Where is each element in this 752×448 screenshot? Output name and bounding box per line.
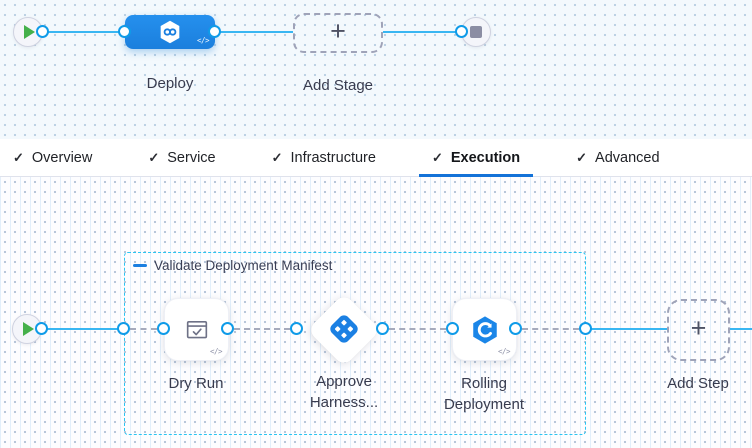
port[interactable] <box>118 25 131 38</box>
add-stage-button[interactable]: + <box>293 13 383 53</box>
execution-canvas: Validate Deployment Manifest </> <box>0 177 752 448</box>
tab-advanced[interactable]: ✓ Advanced <box>576 149 660 166</box>
dashed-wire <box>389 328 446 330</box>
wire <box>586 328 667 330</box>
check-icon: ✓ <box>431 149 443 165</box>
wire <box>730 328 752 330</box>
port[interactable] <box>509 322 522 335</box>
stage-node-deploy[interactable]: </> <box>125 15 215 49</box>
port[interactable] <box>35 322 48 335</box>
step-label: Approve Harness... <box>309 373 379 411</box>
dashed-wire <box>130 328 157 330</box>
stage-pipeline-canvas: </> + Deploy Add Stage <box>0 0 752 139</box>
code-badge-icon[interactable]: </> <box>196 36 210 45</box>
tab-execution[interactable]: ✓ Execution <box>418 139 534 177</box>
wire <box>42 328 124 330</box>
step-group-label[interactable]: Validate Deployment Manifest <box>154 258 333 273</box>
check-icon: ✓ <box>148 149 160 165</box>
harness-cd-hexagon-icon <box>160 20 180 44</box>
stage-config-tab-bar: ✓ Overview ✓ Service ✓ Infrastructure ✓ … <box>0 139 752 177</box>
wire <box>43 31 125 33</box>
code-badge-icon[interactable]: </> <box>497 347 511 356</box>
add-stage-label: Add Stage <box>302 77 374 94</box>
collapse-icon[interactable] <box>133 264 147 267</box>
step-rolling-deployment[interactable]: </> <box>452 298 517 361</box>
port[interactable] <box>376 322 389 335</box>
port[interactable] <box>455 25 468 38</box>
step-dry-run[interactable]: </> <box>164 298 229 361</box>
check-icon: ✓ <box>13 149 24 165</box>
tab-infrastructure[interactable]: ✓ Infrastructure <box>271 149 376 166</box>
add-step-label: Add Step <box>667 375 729 392</box>
stop-icon <box>470 26 482 38</box>
check-icon: ✓ <box>271 149 283 165</box>
check-icon: ✓ <box>576 149 588 165</box>
dashed-wire <box>522 328 579 330</box>
port[interactable] <box>290 322 303 335</box>
wire <box>215 31 293 33</box>
step-label: Rolling Deployment <box>443 375 525 413</box>
rolling-deployment-icon <box>472 315 497 344</box>
add-step-button[interactable]: + <box>667 299 730 361</box>
tab-overview[interactable]: ✓ Overview <box>13 149 93 166</box>
wire <box>383 31 463 33</box>
port[interactable] <box>579 322 592 335</box>
port[interactable] <box>221 322 234 335</box>
port[interactable] <box>117 322 130 335</box>
port[interactable] <box>208 25 221 38</box>
plus-icon: + <box>330 16 346 46</box>
dry-run-window-check-icon <box>186 320 207 338</box>
port[interactable] <box>36 25 49 38</box>
step-group-header: Validate Deployment Manifest <box>133 258 332 273</box>
port[interactable] <box>446 322 459 335</box>
tab-service[interactable]: ✓ Service <box>148 149 216 166</box>
port[interactable] <box>157 322 170 335</box>
step-group-container[interactable] <box>124 252 586 435</box>
dashed-wire <box>234 328 290 330</box>
stage-label: Deploy <box>146 75 194 92</box>
play-icon <box>24 25 35 39</box>
code-badge-icon[interactable]: </> <box>209 347 223 356</box>
plus-icon: + <box>690 313 707 343</box>
step-label: Dry Run <box>168 375 224 392</box>
play-icon <box>23 322 34 336</box>
